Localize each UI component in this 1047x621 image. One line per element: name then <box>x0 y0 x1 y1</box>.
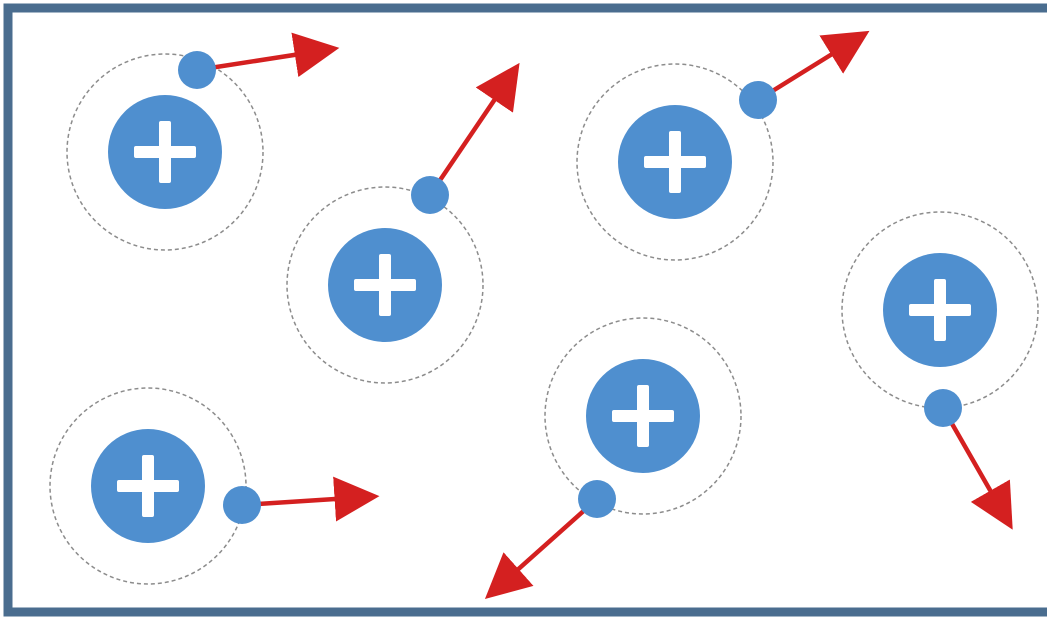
electron <box>739 81 777 119</box>
electron <box>178 51 216 89</box>
electron <box>924 389 962 427</box>
electron <box>223 486 261 524</box>
electron <box>578 480 616 518</box>
electron <box>411 176 449 214</box>
